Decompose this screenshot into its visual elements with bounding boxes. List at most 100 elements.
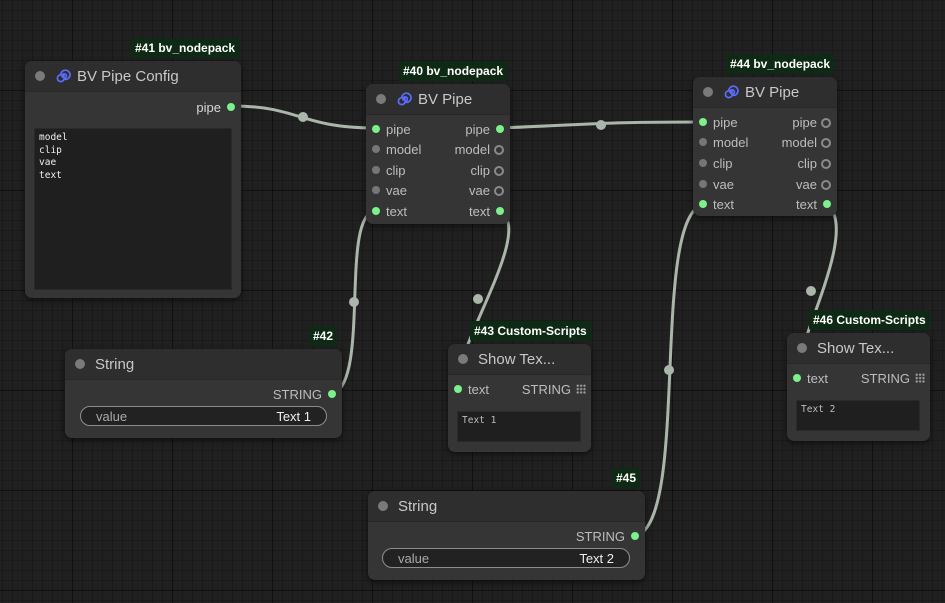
node-header[interactable]: Show Tex...	[448, 344, 591, 375]
slot-label: text	[386, 204, 407, 219]
slot-label: text	[713, 197, 734, 212]
node-badge-44: #44 bv_nodepack	[726, 54, 835, 74]
slot-label: pipe	[386, 122, 411, 137]
output-connector[interactable]	[496, 125, 504, 133]
input-connector[interactable]	[372, 125, 380, 133]
node-bv-pipe-40[interactable]: BV Pipe pipe pipe model model clip clip …	[366, 84, 510, 224]
input-connector[interactable]	[699, 138, 707, 146]
slot-row-clip: clip clip	[693, 153, 837, 173]
slot-label: model	[713, 135, 749, 150]
collapse-toggle[interactable]	[378, 501, 388, 511]
slot-label: clip	[386, 163, 406, 178]
output-connector[interactable]	[494, 145, 504, 155]
output-connector[interactable]	[821, 138, 831, 148]
display-textarea[interactable]: Text 1	[457, 411, 581, 442]
output-connector[interactable]	[821, 180, 831, 190]
slot-label: vae	[469, 183, 490, 198]
collapse-toggle[interactable]	[376, 94, 386, 104]
slot-row-text: text text	[366, 201, 510, 221]
link-midpoint	[349, 297, 359, 307]
node-string-45[interactable]: String STRING value Text 2	[368, 491, 645, 580]
collapse-toggle[interactable]	[703, 87, 713, 97]
value-text-widget[interactable]: value Text 1	[80, 406, 327, 426]
slot-row-pipe: pipe pipe	[366, 119, 510, 139]
node-bv-pipe-config[interactable]: BV Pipe Config pipe model clip vae text	[25, 61, 241, 298]
node-header[interactable]: BV Pipe	[693, 77, 837, 108]
node-bv-pipe-44[interactable]: BV Pipe pipe pipe model model clip clip …	[693, 77, 837, 216]
output-connector[interactable]	[494, 186, 504, 196]
input-connector[interactable]	[372, 207, 380, 215]
input-connector[interactable]	[372, 145, 380, 153]
input-connector[interactable]	[699, 118, 707, 126]
display-textarea[interactable]: Text 2	[796, 400, 920, 431]
slot-label: STRING	[860, 371, 910, 386]
slot-label: model	[454, 142, 490, 157]
node-badge-40: #40 bv_nodepack	[399, 61, 508, 81]
slot-row-vae: vae vae	[366, 180, 510, 200]
spiral-icon	[397, 92, 412, 106]
slot-row-clip: clip clip	[366, 160, 510, 180]
output-connector[interactable]	[631, 532, 639, 540]
grid-icon[interactable]	[576, 384, 586, 394]
node-header[interactable]: String	[368, 491, 645, 522]
config-textarea[interactable]: model clip vae text	[34, 128, 232, 290]
slot-label: STRING	[272, 387, 322, 402]
input-connector[interactable]	[793, 374, 801, 382]
node-header[interactable]: BV Pipe	[366, 84, 510, 115]
node-header[interactable]: Show Tex...	[787, 333, 930, 364]
node-header[interactable]: String	[65, 349, 342, 380]
spiral-icon	[724, 85, 739, 99]
output-slot-string[interactable]: STRING	[368, 526, 645, 546]
node-badge-43: #43 Custom-Scripts	[470, 321, 591, 341]
node-header[interactable]: BV Pipe Config	[25, 61, 241, 92]
slot-label: text	[796, 197, 817, 212]
widget-label: value	[96, 409, 128, 424]
slot-label: vae	[713, 177, 734, 192]
slot-label: vae	[386, 183, 407, 198]
link-midpoint	[473, 294, 483, 304]
output-connector[interactable]	[227, 103, 235, 111]
slot-row-vae: vae vae	[693, 174, 837, 194]
input-connector[interactable]	[372, 186, 380, 194]
output-connector[interactable]	[494, 166, 504, 176]
slot-label: pipe	[713, 115, 738, 130]
slot-row-text: text text	[693, 194, 837, 214]
output-slot-pipe[interactable]: pipe	[25, 97, 241, 117]
slot-label: STRING	[575, 529, 625, 544]
collapse-toggle[interactable]	[458, 354, 468, 364]
slot-label: pipe	[792, 115, 817, 130]
slot-label: text	[807, 371, 828, 386]
node-show-text-46[interactable]: Show Tex... text STRING Text 2	[787, 333, 930, 441]
node-title: String	[95, 355, 135, 373]
spiral-icon	[56, 69, 71, 83]
output-connector[interactable]	[821, 159, 831, 169]
output-slot-string[interactable]: STRING	[65, 384, 342, 404]
widget-value: Text 2	[579, 551, 614, 566]
node-badge-45: #45	[612, 468, 641, 488]
slot-label: pipe	[196, 100, 221, 115]
collapse-toggle[interactable]	[797, 343, 807, 353]
input-connector[interactable]	[454, 385, 462, 393]
output-connector[interactable]	[496, 207, 504, 215]
collapse-toggle[interactable]	[75, 359, 85, 369]
node-title: BV Pipe Config	[77, 67, 179, 85]
link-midpoint	[298, 112, 308, 122]
input-connector[interactable]	[699, 200, 707, 208]
input-connector[interactable]	[372, 166, 380, 174]
collapse-toggle[interactable]	[35, 71, 45, 81]
output-connector[interactable]	[821, 118, 831, 128]
value-text-widget[interactable]: value Text 2	[382, 548, 630, 568]
input-connector[interactable]	[699, 180, 707, 188]
grid-icon[interactable]	[915, 373, 925, 383]
node-string-42[interactable]: String STRING value Text 1	[65, 349, 342, 438]
output-connector[interactable]	[823, 200, 831, 208]
output-connector[interactable]	[328, 390, 336, 398]
node-show-text-43[interactable]: Show Tex... text STRING Text 1	[448, 344, 591, 452]
node-title: BV Pipe	[418, 90, 473, 108]
input-connector[interactable]	[699, 159, 707, 167]
slot-row-model: model model	[366, 139, 510, 159]
slot-label: text	[468, 382, 489, 397]
slot-label: model	[781, 135, 817, 150]
node-badge-46: #46 Custom-Scripts	[809, 310, 930, 330]
